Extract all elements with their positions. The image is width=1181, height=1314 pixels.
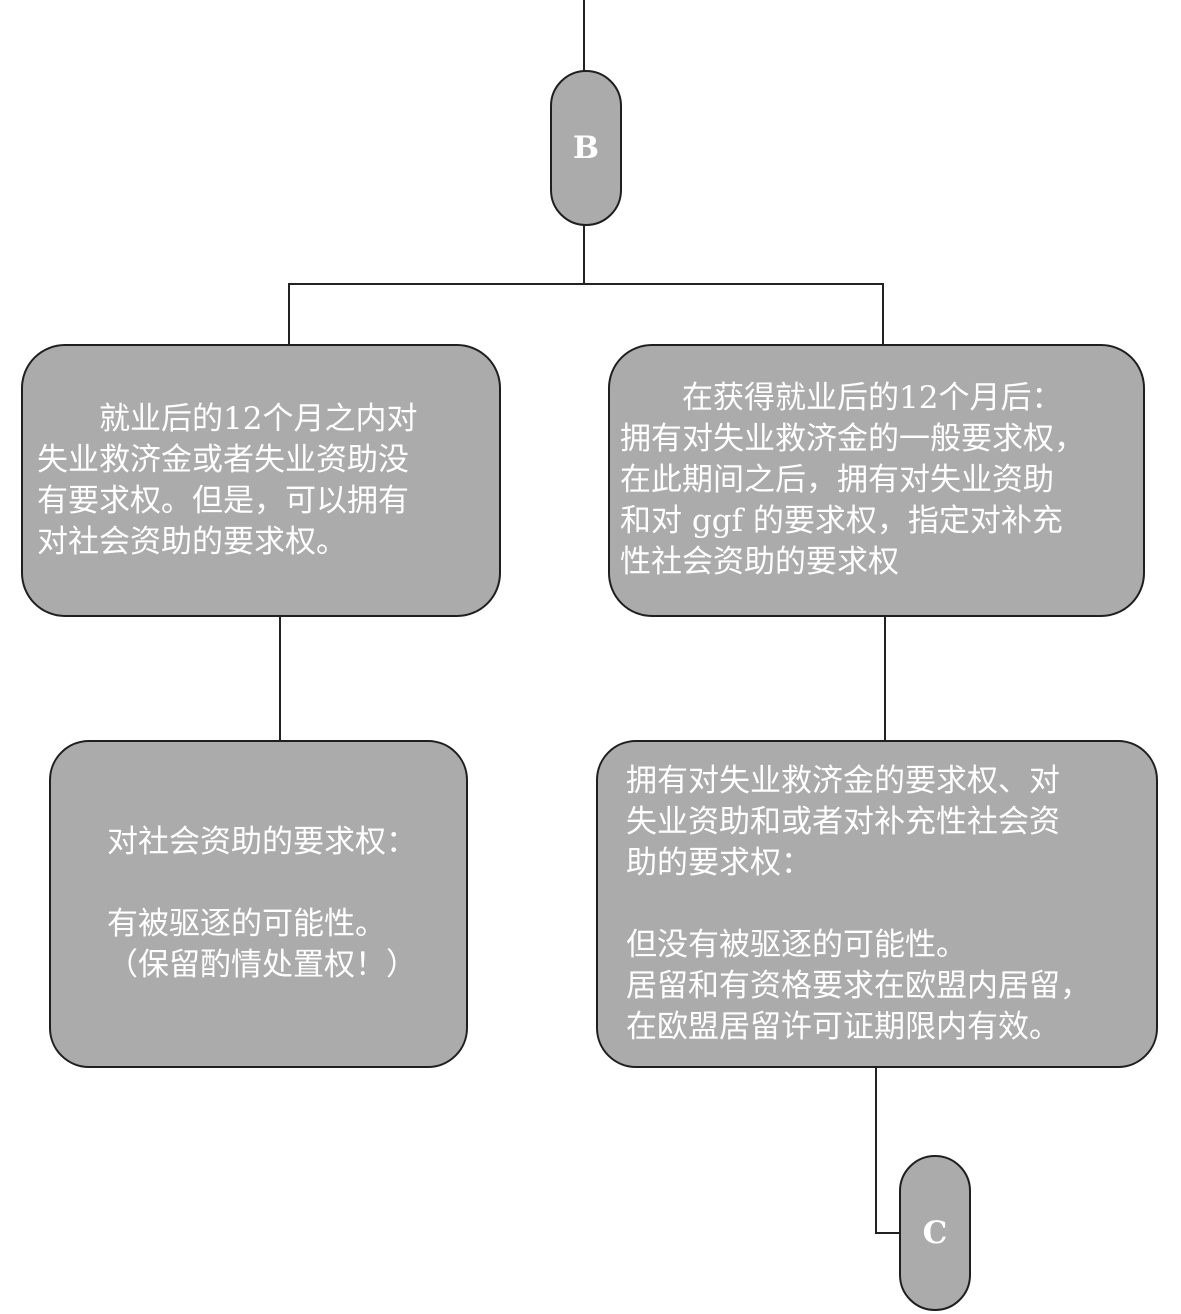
box-after-12-months: 在获得就业后的12个月后： 拥有对失业救济金的一般要求权， 在此期间之后，拥有对… [608, 344, 1145, 617]
line-branch-horizontal [288, 283, 884, 285]
box-text-line: 对社会资助的要求权。 [37, 523, 347, 560]
line-to-c-vertical [875, 1066, 877, 1234]
line-left-down [279, 615, 281, 742]
line-top-entry [583, 0, 585, 72]
line-branch-right [882, 283, 884, 346]
box-text-line: 助的要求权： [626, 844, 812, 881]
box-text-line: 拥有对失业救济金的一般要求权， [620, 421, 1085, 457]
box-text-line: 居留和有资格要求在欧盟内居留， [626, 967, 1091, 1004]
box-text-line: （保留酌情处置权！） [107, 947, 417, 983]
box-text-line: 就业后的12个月之内对 [37, 400, 418, 437]
line-b-down [583, 224, 585, 285]
line-right-down [884, 615, 886, 742]
box-text-line: 失业资助和或者对补充性社会资 [626, 803, 1060, 840]
box-text-line: 拥有对失业救济金的要求权、对 [626, 762, 1060, 799]
box-text-line: 有被驱逐的可能性。 [107, 906, 386, 942]
connector-b-label: B [572, 130, 600, 166]
connector-c: C [899, 1155, 971, 1311]
connector-b: B [550, 70, 622, 226]
box-social-assistance-claim: 对社会资助的要求权： 有被驱逐的可能性。 （保留酌情处置权！） [49, 740, 468, 1068]
box-text-line: 失业救济金或者失业资助没 [37, 441, 409, 478]
box-text-line: 有要求权。但是，可以拥有 [37, 482, 409, 519]
connector-c-label: C [922, 1215, 948, 1251]
box-text-line: 对社会资助的要求权： [107, 824, 417, 860]
box-text-line: 但没有被驱逐的可能性。 [626, 926, 967, 963]
box-unemployment-benefit-claim: 拥有对失业救济金的要求权、对 失业资助和或者对补充性社会资 助的要求权： 但没有… [596, 740, 1158, 1068]
line-to-c-horizontal [875, 1232, 902, 1234]
box-text-line: 在此期间之后，拥有对失业资助 [620, 462, 1054, 498]
line-branch-left [288, 283, 290, 346]
box-text-line: 性社会资助的要求权 [620, 544, 899, 580]
box-text-line: 在获得就业后的12个月后： [620, 380, 1063, 416]
box-text-gap [107, 863, 452, 904]
box-text-line: 和对 ggf 的要求权，指定对补充 [620, 503, 1063, 539]
box-text-gap [626, 884, 1150, 925]
box-text-line: 在欧盟居留许可证期限内有效。 [626, 1008, 1060, 1045]
box-within-12-months: 就业后的12个月之内对 失业救济金或者失业资助没 有要求权。但是，可以拥有 对社… [21, 344, 501, 617]
